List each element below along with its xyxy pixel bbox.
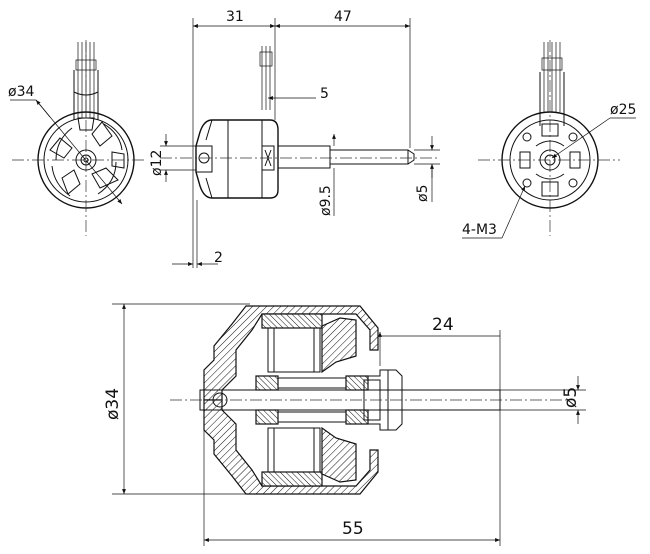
section-length-55-label: 55 — [342, 519, 364, 539]
section-bearing-top — [255, 375, 279, 391]
section-shaft-24-label: 24 — [432, 315, 454, 335]
right-dia-25-label: ø25 — [610, 102, 636, 118]
top-wire-lead — [259, 46, 273, 110]
section-dia-5-label: ø5 — [561, 387, 581, 408]
top-shaft-housing — [277, 145, 331, 169]
top-dia-9-5-label: ø9.5 — [318, 185, 334, 216]
left-rotor-slots — [49, 117, 125, 197]
section-magnet-bottom — [261, 471, 323, 487]
section-magnet-top — [261, 313, 323, 329]
top-dia-5-label: ø5 — [415, 185, 431, 202]
right-wire-leads — [539, 42, 565, 126]
top-shaft — [329, 149, 409, 165]
section-bearing-bottom — [255, 409, 279, 425]
right-rear-view: ø25 4-M3 — [462, 40, 636, 239]
left-front-view: ø34 — [8, 40, 146, 236]
top-length-47-label: 47 — [334, 9, 352, 25]
section-dia-34-label: ø34 — [103, 388, 123, 420]
left-dia-34-label: ø34 — [8, 84, 34, 100]
section-bell-bottom — [203, 399, 379, 495]
section-view: ø34 — [103, 303, 586, 546]
top-side-view: 31 47 5 — [149, 9, 440, 268]
top-gap-2-label: 2 — [214, 250, 223, 266]
top-length-31-label: 31 — [226, 9, 244, 25]
top-dia-12-label: ø12 — [149, 150, 165, 176]
right-holes-label: 4-M3 — [462, 222, 497, 238]
top-step-5-label: 5 — [320, 86, 329, 102]
right-mount-holes — [522, 132, 578, 188]
section-bell-top — [203, 305, 379, 401]
